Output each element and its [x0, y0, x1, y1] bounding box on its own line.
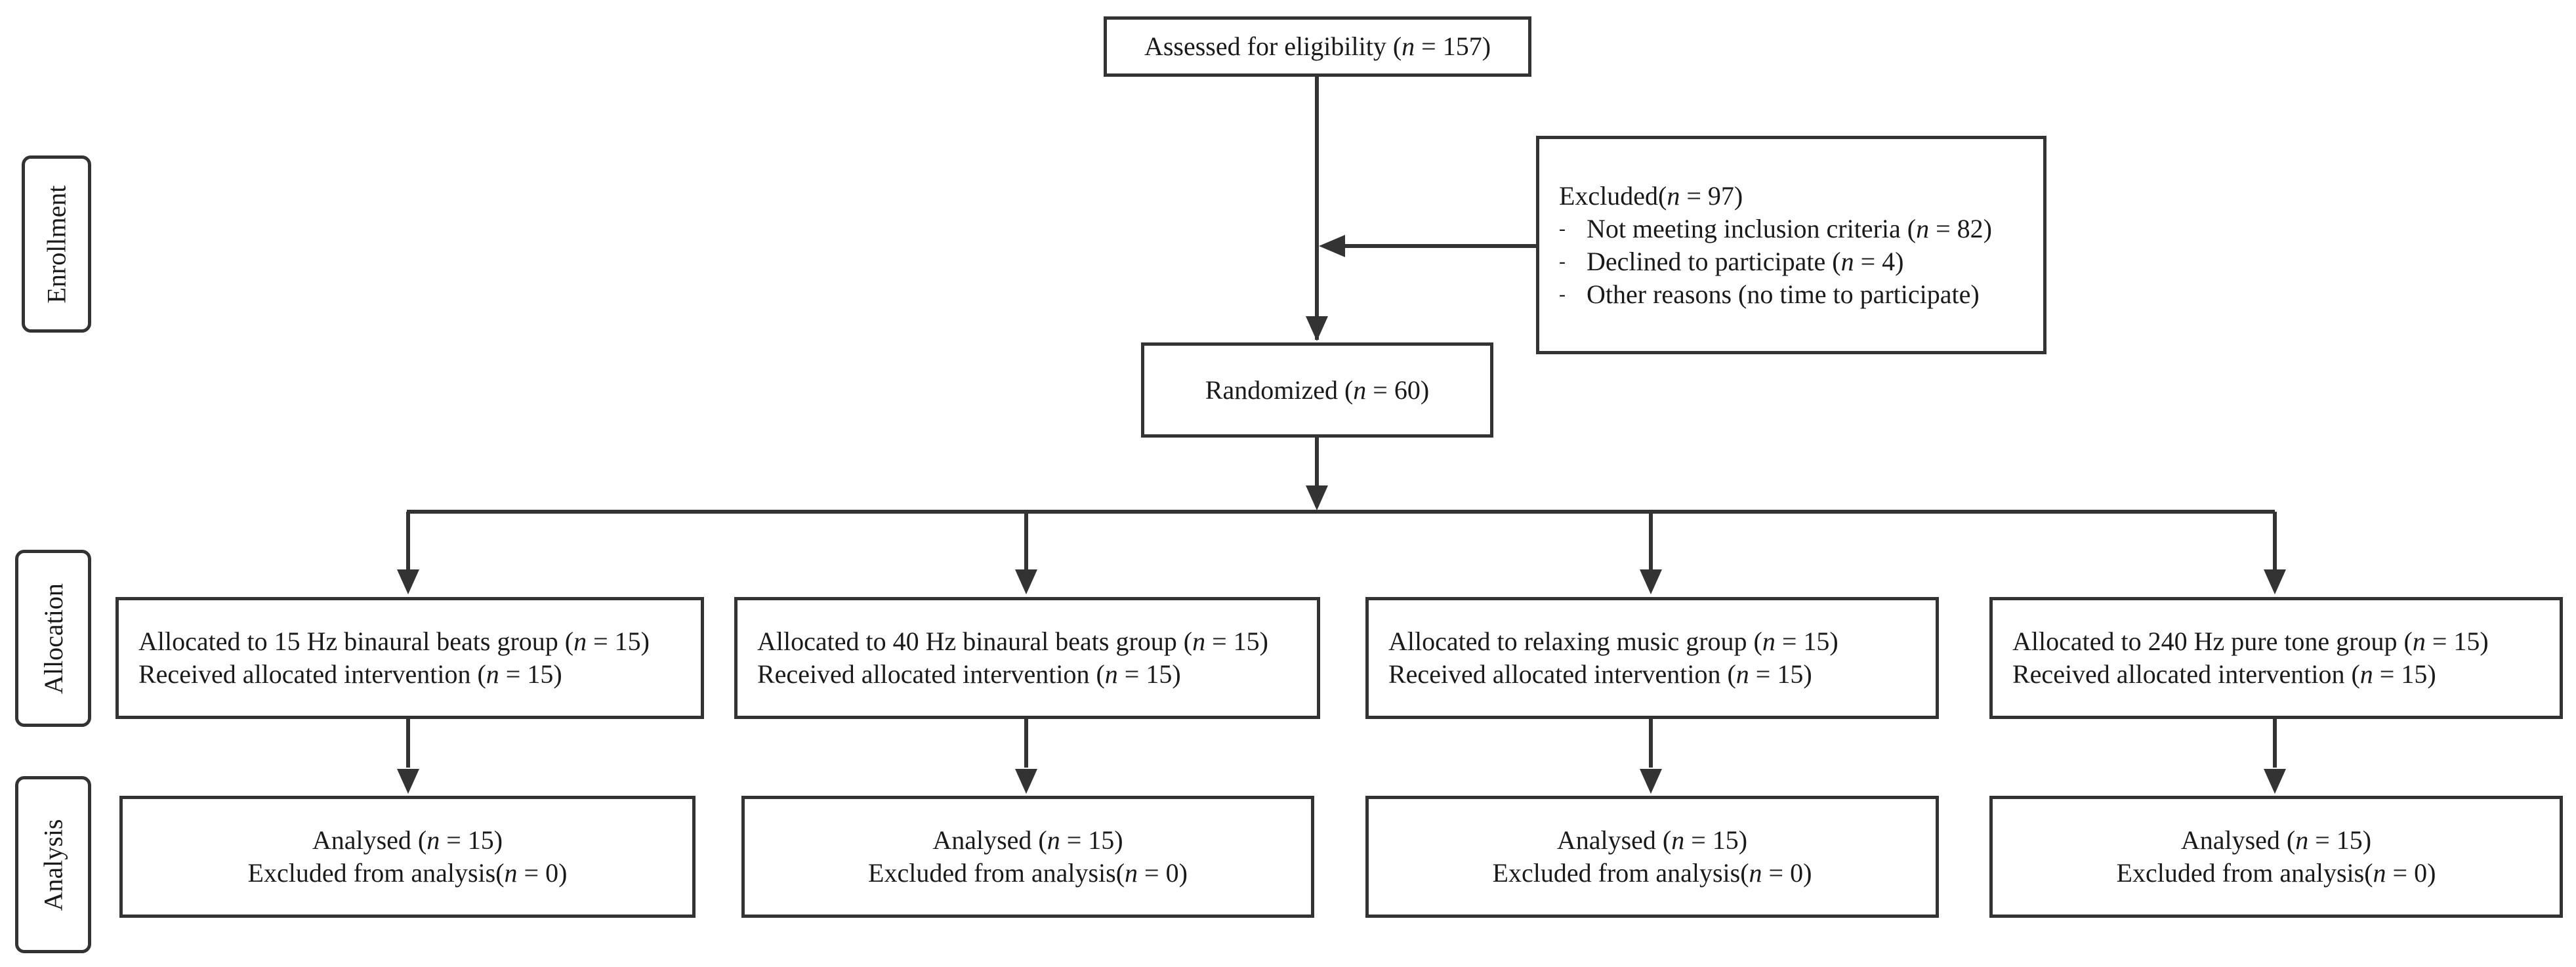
analysis-box-2: Analysed (n = 15) Excluded from analysis… [741, 796, 1314, 918]
excluded-item: -Other reasons (no time to participate) [1559, 279, 1980, 309]
excluded-from-analysis-text: Excluded from analysis(n = 0) [868, 858, 1188, 888]
allocation-text: Allocated to relaxing music group (n = 1… [1388, 627, 1839, 656]
stage-allocation: Allocation [15, 550, 91, 727]
excluded-from-analysis-text: Excluded from analysis(n = 0) [1492, 858, 1812, 888]
excluded-item: -Declined to participate (n = 4) [1559, 246, 1904, 276]
allocation-text: Allocated to 15 Hz binaural beats group … [138, 627, 650, 656]
stage-analysis-label: Analysis [38, 819, 68, 911]
allocation-box-4: Allocated to 240 Hz pure tone group (n =… [1989, 597, 2563, 719]
received-text: Received allocated intervention (n = 15) [757, 659, 1181, 689]
stage-analysis: Analysis [15, 776, 91, 953]
arrowhead-excluded [1319, 235, 1345, 257]
arrowhead-split [1306, 485, 1328, 510]
received-text: Received allocated intervention (n = 15) [138, 659, 562, 689]
received-text: Received allocated intervention (n = 15) [1388, 659, 1812, 689]
analysed-text: Analysed (n = 15) [2180, 825, 2372, 855]
analysis-box-1: Analysed (n = 15) Excluded from analysis… [119, 796, 696, 918]
analysis-box-3: Analysed (n = 15) Excluded from analysis… [1365, 796, 1939, 918]
analysed-text: Analysed (n = 15) [932, 825, 1123, 855]
excluded-from-analysis-text: Excluded from analysis(n = 0) [247, 858, 568, 888]
assessed-box: Assessed for eligibility (n = 157) [1104, 16, 1531, 77]
assessed-text: Assessed for eligibility (n = 157) [1144, 31, 1491, 61]
stage-enrollment: Enrollment [22, 155, 91, 333]
allocation-box-1: Allocated to 15 Hz binaural beats group … [115, 597, 704, 719]
excluded-from-analysis-text: Excluded from analysis(n = 0) [2116, 858, 2436, 888]
analysis-box-4: Analysed (n = 15) Excluded from analysis… [1989, 796, 2563, 918]
excluded-title: Excluded(n = 97) [1559, 180, 1743, 211]
randomized-text: Randomized (n = 60) [1205, 375, 1430, 405]
randomized-box: Randomized (n = 60) [1141, 342, 1493, 438]
excluded-item: -Not meeting inclusion criteria (n = 82) [1559, 213, 1992, 243]
stage-enrollment-label: Enrollment [41, 185, 72, 303]
stage-allocation-label: Allocation [38, 583, 68, 694]
allocation-box-2: Allocated to 40 Hz binaural beats group … [734, 597, 1320, 719]
received-text: Received allocated intervention (n = 15) [2012, 659, 2436, 689]
allocation-text: Allocated to 40 Hz binaural beats group … [757, 627, 1269, 656]
analysed-text: Analysed (n = 15) [312, 825, 503, 855]
excluded-box: Excluded(n = 97) -Not meeting inclusion … [1536, 136, 2046, 354]
arrowhead-randomized [1306, 316, 1328, 341]
allocation-text: Allocated to 240 Hz pure tone group (n =… [2012, 627, 2489, 656]
allocation-box-3: Allocated to relaxing music group (n = 1… [1365, 597, 1939, 719]
analysed-text: Analysed (n = 15) [1556, 825, 1748, 855]
